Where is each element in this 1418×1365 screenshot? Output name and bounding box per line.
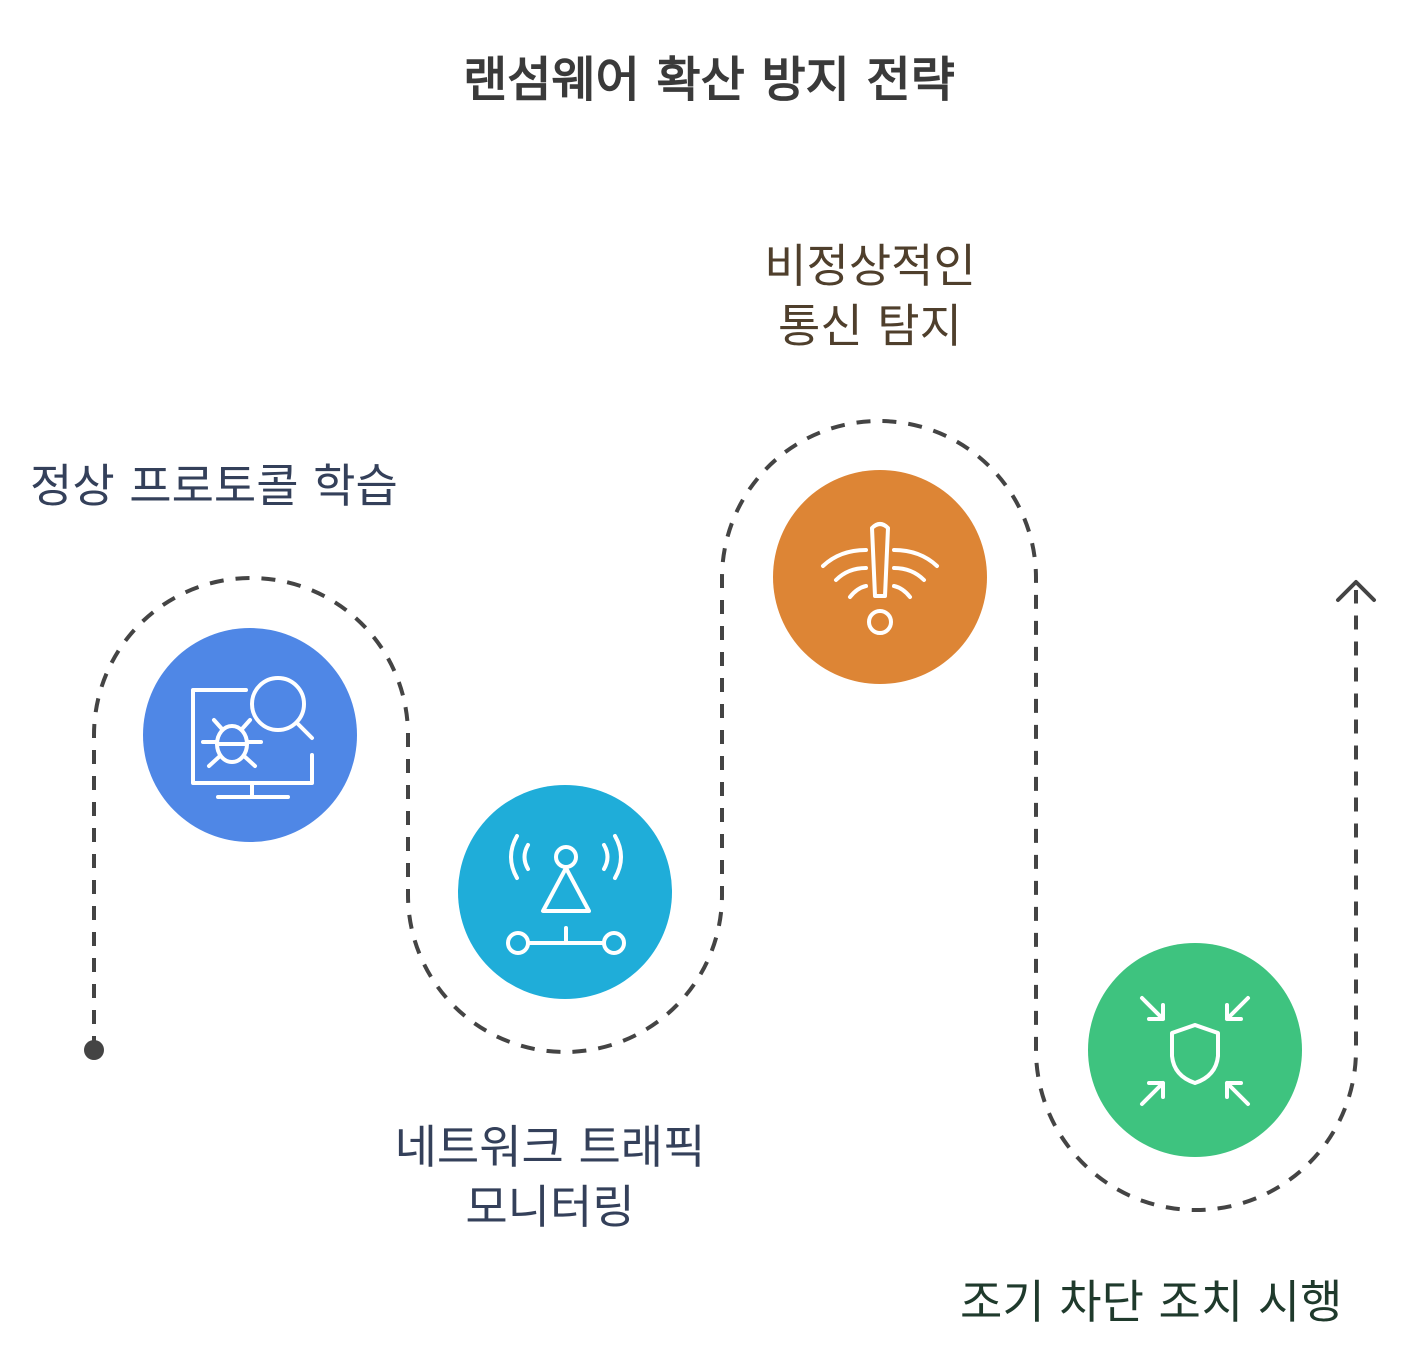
signal-alert-icon: [821, 522, 939, 635]
step-2-label: 네트워크 트래픽 모니터링: [360, 1117, 740, 1237]
step-3-node: [773, 470, 987, 684]
step-1-node: [143, 628, 357, 842]
step-2-label-line1: 네트워크 트래픽: [394, 1120, 706, 1174]
step-3-label: 비정상적인 통신 탐지: [730, 236, 1010, 356]
network-antenna-icon: [506, 834, 626, 955]
shield-contain-icon: [1140, 996, 1250, 1106]
dashed-path: [92, 419, 1358, 1212]
page-title: 랜섬웨어 확산 방지 전략: [463, 52, 955, 108]
path-end-arrowhead: [1336, 580, 1376, 602]
path-start-dot: [84, 1040, 104, 1060]
step-3-label-line1: 비정상적인: [764, 239, 976, 293]
step-2-label-line2: 모니터링: [465, 1180, 635, 1234]
step-1-label: 정상 프로토콜 학습: [30, 459, 398, 513]
step-2-node: [458, 785, 672, 999]
bug-search-monitor-icon: [191, 676, 314, 799]
step-3-label-line2: 통신 탐지: [778, 299, 962, 353]
step-4-label: 조기 차단 조치 시행: [960, 1275, 1343, 1329]
step-4-node: [1088, 943, 1302, 1157]
